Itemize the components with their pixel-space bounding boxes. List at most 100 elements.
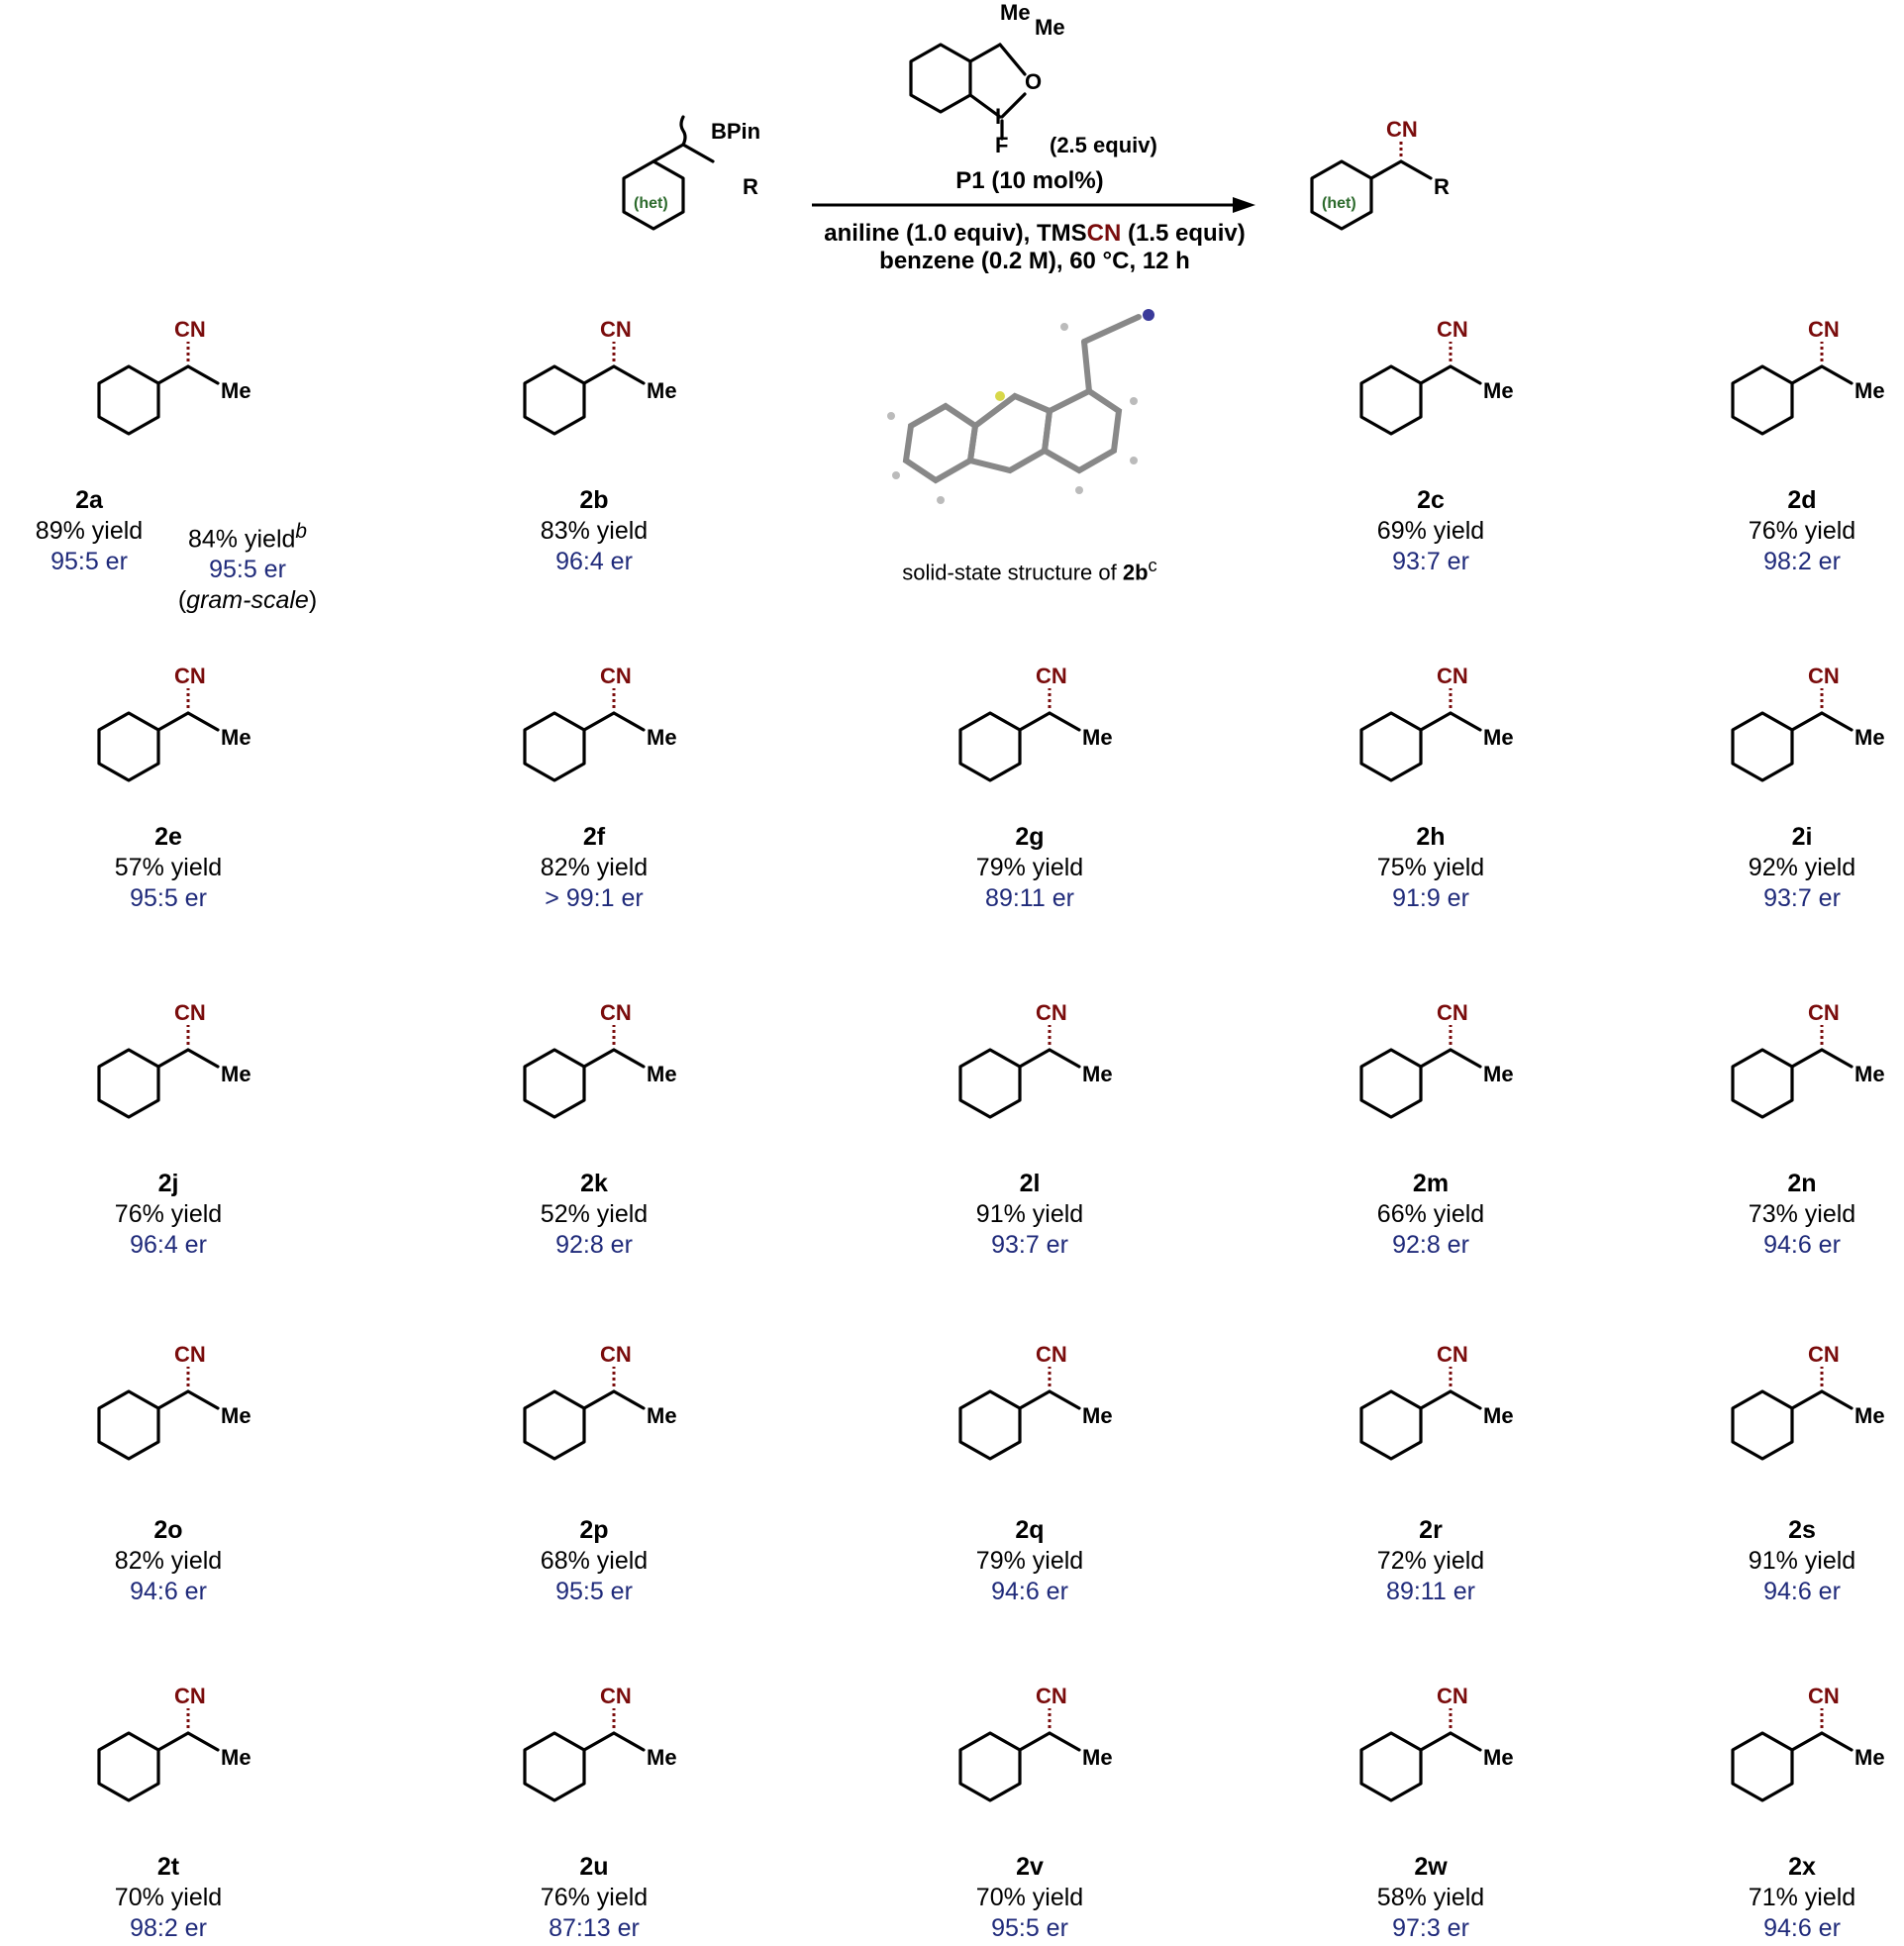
me-label-2q: Me bbox=[1082, 1403, 1113, 1428]
cn-label-2q: CN bbox=[1036, 1342, 1067, 1367]
structure-2n: CN Me bbox=[1731, 1000, 1885, 1119]
cn-label-2f: CN bbox=[600, 664, 632, 688]
compound-yield: 69% yield bbox=[1376, 517, 1485, 545]
structure-2u: CN Me bbox=[523, 1684, 677, 1802]
cn-label-2t: CN bbox=[174, 1684, 206, 1708]
cn-label-2u: CN bbox=[600, 1684, 632, 1708]
cn-label-2i: CN bbox=[1808, 664, 1840, 688]
compound-er: 92:8 er bbox=[555, 1231, 633, 1259]
cn-label-2s: CN bbox=[1808, 1342, 1840, 1367]
cn-label-2g: CN bbox=[1036, 664, 1067, 688]
compound-id: 2j bbox=[157, 1170, 179, 1197]
compound-er: 96:4 er bbox=[130, 1231, 207, 1259]
me-label-2d: Me bbox=[1854, 378, 1885, 403]
substrate-structure: BPin R (het) bbox=[622, 115, 760, 231]
cn-label-2e: CN bbox=[174, 664, 206, 688]
cn-label-2r: CN bbox=[1437, 1342, 1468, 1367]
compound-yield: 82% yield bbox=[114, 1547, 223, 1575]
compound-er: 89:11 er bbox=[1386, 1578, 1475, 1605]
me-label-2i: Me bbox=[1854, 725, 1885, 750]
reagent-o: O bbox=[1025, 69, 1042, 94]
compound-yield: 83% yield bbox=[540, 517, 649, 545]
structure-2e: CN Me bbox=[97, 664, 251, 782]
me-label-2p: Me bbox=[647, 1403, 677, 1428]
structure-2v: CN Me bbox=[958, 1684, 1113, 1802]
cn-label-2w: CN bbox=[1437, 1684, 1468, 1708]
compound-er: 95:5 er bbox=[50, 548, 128, 575]
reagent-me1: Me bbox=[1000, 0, 1031, 25]
compound-er: 93:7 er bbox=[1763, 884, 1841, 912]
cn-label-2h: CN bbox=[1437, 664, 1468, 688]
compound-id: 2m bbox=[1412, 1170, 1450, 1197]
compound-yield: 82% yield bbox=[540, 854, 649, 881]
compound-yield: 72% yield bbox=[1376, 1547, 1485, 1575]
me-label-2t: Me bbox=[221, 1745, 251, 1770]
compound-yield: 66% yield bbox=[1376, 1200, 1485, 1228]
cn-label-2o: CN bbox=[174, 1342, 206, 1367]
cn-label-2l: CN bbox=[1036, 1000, 1067, 1025]
me-label-2a: Me bbox=[221, 378, 251, 403]
compound-yield: 52% yield bbox=[540, 1200, 649, 1228]
cn-label-2n: CN bbox=[1808, 1000, 1840, 1025]
me-label-2k: Me bbox=[647, 1062, 677, 1086]
conditions-line-1: aniline (1.0 equiv), TMSCN (1.5 equiv) bbox=[824, 220, 1245, 247]
compound-id: 2q bbox=[1015, 1516, 1045, 1544]
compound-yield: 70% yield bbox=[975, 1884, 1084, 1911]
compound-er-gram: 95:5 er bbox=[209, 556, 286, 584]
me-label-2s: Me bbox=[1854, 1403, 1885, 1428]
compound-yield: 58% yield bbox=[1376, 1884, 1485, 1911]
reagent-i: I bbox=[995, 104, 1001, 129]
cn-label-2p: CN bbox=[600, 1342, 632, 1367]
structure-2l: CN Me bbox=[958, 1000, 1113, 1119]
structure-2t: CN Me bbox=[97, 1684, 251, 1802]
compound-id: 2u bbox=[579, 1853, 609, 1881]
product-r-label: R bbox=[1434, 174, 1450, 199]
me-label-2g: Me bbox=[1082, 725, 1113, 750]
compound-yield: 92% yield bbox=[1748, 854, 1856, 881]
compound-id: 2b bbox=[579, 486, 609, 514]
reagent-equiv: (2.5 equiv) bbox=[1050, 133, 1157, 157]
compound-er: 95:5 er bbox=[130, 884, 207, 912]
me-label-2n: Me bbox=[1854, 1062, 1885, 1086]
cn-label-2v: CN bbox=[1036, 1684, 1067, 1708]
compound-er: 97:3 er bbox=[1392, 1914, 1469, 1942]
me-label-2h: Me bbox=[1483, 725, 1514, 750]
me-label-2e: Me bbox=[221, 725, 251, 750]
product-het-label: (het) bbox=[1322, 195, 1356, 212]
me-label-2f: Me bbox=[647, 725, 677, 750]
xray-caption: solid-state structure of 2bc bbox=[902, 555, 1157, 585]
catalyst-label: P1 (10 mol%) bbox=[955, 167, 1103, 194]
compound-yield: 91% yield bbox=[1748, 1547, 1856, 1575]
me-label-2u: Me bbox=[647, 1745, 677, 1770]
reaction-scheme: BPin R (het) Me Me O I F (2.5 equiv) P1 … bbox=[0, 0, 1904, 327]
compound-yield: 57% yield bbox=[114, 854, 223, 881]
me-label-2j: Me bbox=[221, 1062, 251, 1086]
me-label-2l: Me bbox=[1082, 1062, 1113, 1086]
compound-id: 2x bbox=[1788, 1853, 1816, 1881]
compound-yield: 76% yield bbox=[540, 1884, 649, 1911]
substrate-r-label: R bbox=[743, 174, 758, 199]
compound-yield: 89% yield bbox=[35, 517, 144, 545]
me-label-2v: Me bbox=[1082, 1745, 1113, 1770]
cn-label-2x: CN bbox=[1808, 1684, 1840, 1708]
compound-yield: 79% yield bbox=[975, 1547, 1084, 1575]
